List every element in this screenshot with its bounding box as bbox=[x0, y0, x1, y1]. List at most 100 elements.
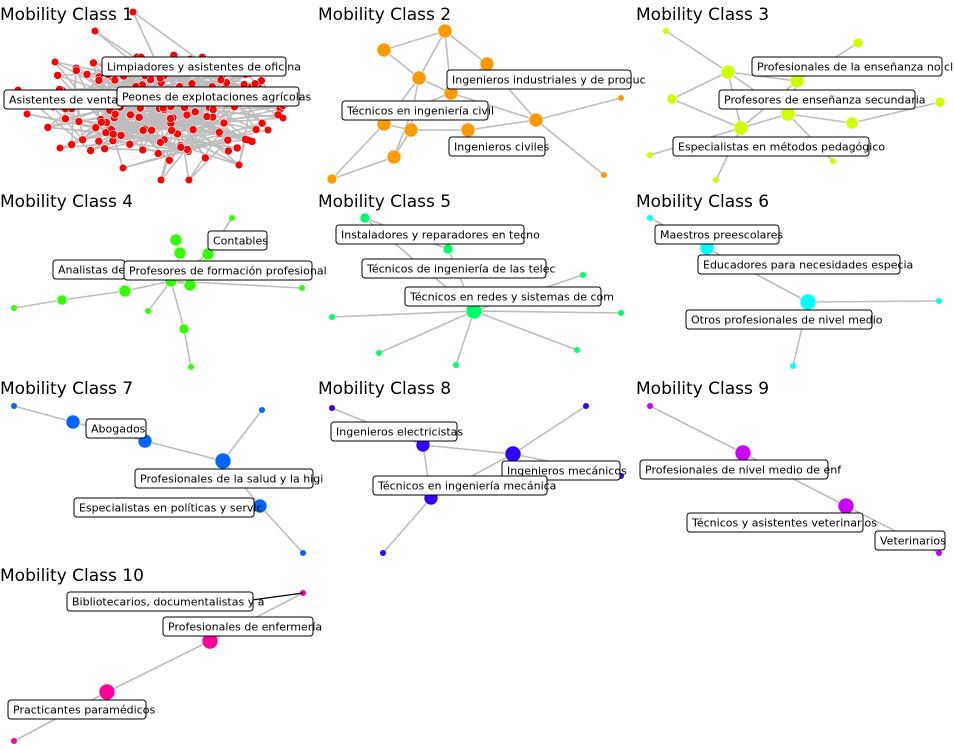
node-label: Limpiadores y asistentes de oficina bbox=[101, 56, 301, 77]
network-node bbox=[799, 293, 817, 311]
network-node bbox=[574, 347, 580, 353]
node-label-text: Especialistas en políticas y servic bbox=[79, 502, 263, 515]
node-label: Ingenieros mecánicos bbox=[501, 460, 627, 481]
panel-title: Mobility Class 10 bbox=[0, 566, 144, 586]
node-label-box bbox=[134, 468, 314, 489]
node-label-text: Analistas de bbox=[58, 264, 125, 277]
node-label-text: Ingenieros mecánicos bbox=[507, 465, 627, 478]
network-node bbox=[224, 146, 233, 156]
node-label-text: Profesionales de enfermería bbox=[168, 621, 322, 634]
network-edge bbox=[807, 300, 940, 303]
network-node bbox=[202, 112, 212, 121]
network-node bbox=[178, 323, 190, 335]
network-node bbox=[156, 138, 165, 147]
network-edge bbox=[671, 71, 729, 100]
network-edge bbox=[383, 30, 446, 51]
network-node bbox=[138, 126, 148, 135]
node-label-text: Peones de explotaciones agrícolas bbox=[122, 91, 312, 104]
network-node bbox=[97, 117, 106, 127]
network-edge bbox=[222, 409, 263, 462]
network-node bbox=[411, 70, 427, 86]
network-node bbox=[153, 149, 163, 158]
node-label-box bbox=[672, 136, 870, 157]
node-label-box bbox=[639, 459, 829, 480]
network-edge bbox=[671, 98, 742, 129]
network-node bbox=[164, 155, 174, 165]
node-label: Ingenieros electricistas bbox=[330, 421, 463, 442]
network-edge bbox=[535, 97, 622, 121]
node-label: Técnicos en ingeniería mecánica bbox=[372, 475, 556, 496]
node-label-text: Profesionales de nivel medio de enf bbox=[645, 464, 842, 477]
node-label-text: Profesores de enseñanza secundaria bbox=[724, 94, 926, 107]
node-label-text: Especialistas en métodos pedagógico bbox=[678, 141, 885, 154]
network-node bbox=[157, 176, 165, 184]
node-label-text: Técnicos en ingeniería civil bbox=[346, 105, 494, 118]
network-node bbox=[91, 27, 99, 35]
node-label-text: Abogados bbox=[91, 423, 146, 436]
network-node bbox=[734, 444, 752, 462]
network-node bbox=[219, 118, 229, 128]
network-node bbox=[51, 58, 59, 66]
network-edge bbox=[259, 505, 304, 554]
node-label: Profesionales de la salud y la higi bbox=[134, 468, 323, 489]
network-node bbox=[618, 310, 624, 316]
network-edge bbox=[473, 310, 622, 314]
node-label-text: Practicantes paramédicos bbox=[13, 704, 155, 717]
node-label: Abogados bbox=[85, 418, 147, 439]
network-edge bbox=[851, 101, 941, 124]
network-node bbox=[147, 125, 156, 135]
network-edge bbox=[422, 444, 514, 455]
network-edge bbox=[183, 328, 192, 368]
network-node bbox=[479, 56, 495, 72]
network-edge bbox=[418, 30, 446, 79]
network-node bbox=[98, 683, 116, 701]
node-label-box bbox=[685, 309, 873, 330]
node-label-text: Técnicos de ingeniería de las telec bbox=[366, 263, 556, 276]
network-edge bbox=[378, 310, 475, 354]
network-node bbox=[173, 246, 187, 260]
node-label-box bbox=[123, 260, 313, 281]
node-label-box bbox=[361, 258, 547, 279]
node-label: Técnicos y asistentes veterinarios bbox=[686, 512, 877, 533]
node-label-box bbox=[116, 86, 300, 107]
network-node bbox=[100, 144, 109, 154]
node-label-box bbox=[85, 418, 147, 439]
network-edge bbox=[450, 92, 537, 121]
node-label: Técnicos en ingeniería civil bbox=[341, 100, 494, 121]
network-node bbox=[134, 113, 144, 122]
network-edge bbox=[331, 123, 385, 180]
nodes bbox=[11, 215, 305, 370]
network-node bbox=[326, 173, 338, 185]
node-label-box bbox=[207, 230, 268, 251]
network-node bbox=[166, 114, 175, 123]
node-label-text: Profesores de formación profesional bbox=[129, 265, 327, 278]
network-edge bbox=[331, 310, 475, 318]
network-edge bbox=[512, 405, 587, 455]
network-node bbox=[11, 738, 17, 744]
network-node bbox=[329, 314, 335, 320]
panel-title: Mobility Class 8 bbox=[318, 379, 451, 399]
node-label-box bbox=[66, 591, 254, 612]
node-label-text: Bibliotecarios, documentalistas y a bbox=[72, 596, 264, 609]
network-node bbox=[300, 550, 306, 556]
network-node bbox=[216, 75, 226, 85]
node-label-text: Instaladores y reparadores en tecno bbox=[341, 229, 540, 242]
network-edge bbox=[740, 113, 789, 129]
network-node bbox=[61, 114, 70, 124]
network-node bbox=[453, 362, 459, 368]
network-edge bbox=[61, 290, 126, 301]
network-edge bbox=[535, 119, 605, 176]
network-edge bbox=[122, 139, 228, 169]
node-label-box bbox=[372, 475, 548, 496]
node-label-text: Técnicos en redes y sistemas de com bbox=[409, 291, 614, 304]
network-node bbox=[442, 243, 454, 255]
network-node bbox=[72, 66, 81, 75]
network-node bbox=[89, 58, 98, 68]
network-node bbox=[101, 128, 111, 138]
network-node bbox=[583, 403, 589, 409]
node-label: Asistentes de venta d bbox=[3, 89, 128, 110]
